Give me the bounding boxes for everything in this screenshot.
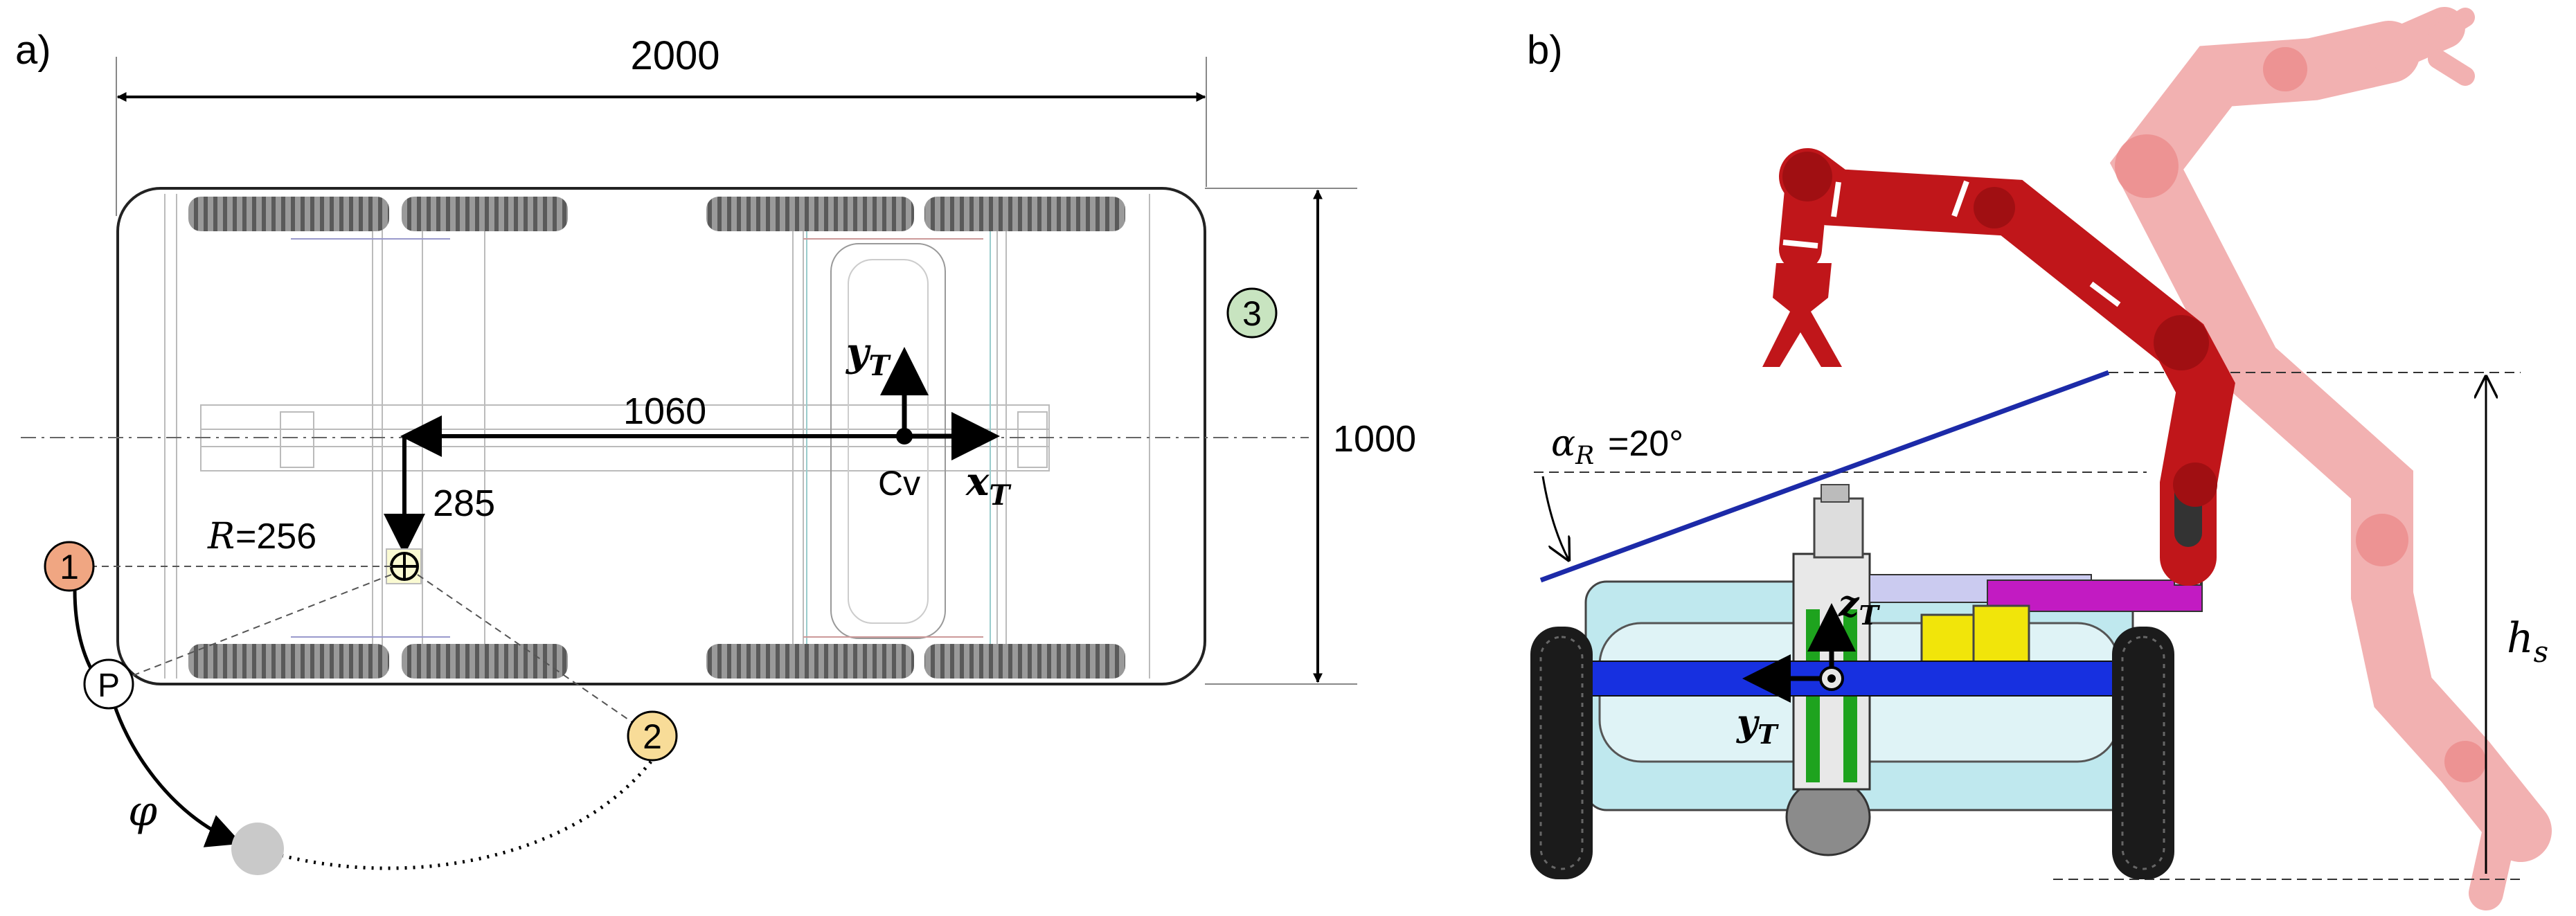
marker-3: 3 [1226, 287, 1278, 339]
wheel [402, 644, 568, 679]
wheel-left [1530, 627, 1593, 879]
inclined-plane-line [1539, 370, 2110, 583]
wheels-bottom [188, 644, 1125, 679]
robot-arm-joints [1782, 152, 2217, 507]
dimension-length: 2000 [116, 33, 1207, 216]
svg-text:1: 1 [60, 548, 79, 586]
svg-text:2: 2 [643, 717, 662, 756]
panel-a: a) 2000 1000 [15, 28, 1416, 875]
phi-label: φ [128, 787, 157, 836]
chassis-color-rails [291, 208, 991, 658]
platform-bar [1544, 661, 2154, 697]
svg-text:3: 3 [1242, 294, 1262, 333]
robot-arm-bands [1782, 180, 2121, 307]
wheels-top [188, 197, 1125, 231]
dim-offset-y-label: 285 [433, 483, 495, 524]
radius-label-r: R [207, 516, 235, 557]
trajectory-dotted [249, 760, 652, 870]
ghost-arm-joints [2115, 47, 2486, 782]
angle-label-alpha: αR [1551, 423, 1594, 470]
axis-y-label: yT [845, 330, 892, 382]
dimension-width: 1000 [1205, 188, 1416, 685]
wheel [402, 197, 568, 231]
svg-text:P: P [98, 667, 120, 704]
dim-width-label: 1000 [1333, 418, 1416, 460]
construction-lines [90, 566, 653, 737]
chassis-outline [116, 187, 1206, 685]
pivot-target-icon [390, 552, 419, 581]
wheel [188, 644, 389, 679]
wheel [924, 197, 1125, 231]
axis-x-label: xT [965, 459, 1012, 512]
wheel [706, 644, 914, 679]
angle-arc [1541, 476, 1568, 559]
marker-p: P [83, 658, 134, 710]
frame-origin-label: Cv [878, 464, 920, 503]
wheel-right [2112, 627, 2174, 879]
wheel [924, 644, 1125, 679]
gripper-icon [1762, 263, 1842, 367]
radius-label: =256 [235, 517, 316, 557]
wheel [188, 197, 389, 231]
end-point [231, 823, 284, 875]
marker-1: 1 [44, 541, 95, 592]
wheel [706, 197, 914, 231]
angle-label-value: =20° [1608, 424, 1683, 464]
dim-offset-x-label: 1060 [623, 390, 706, 432]
panel-b-label: b) [1527, 28, 1563, 73]
marker-2: 2 [627, 710, 678, 762]
height-label: hs [2507, 614, 2548, 669]
dim-length-label: 2000 [630, 33, 719, 78]
panel-a-label: a) [15, 28, 51, 73]
panel-b: b) hs αR =20° [1527, 7, 2552, 910]
